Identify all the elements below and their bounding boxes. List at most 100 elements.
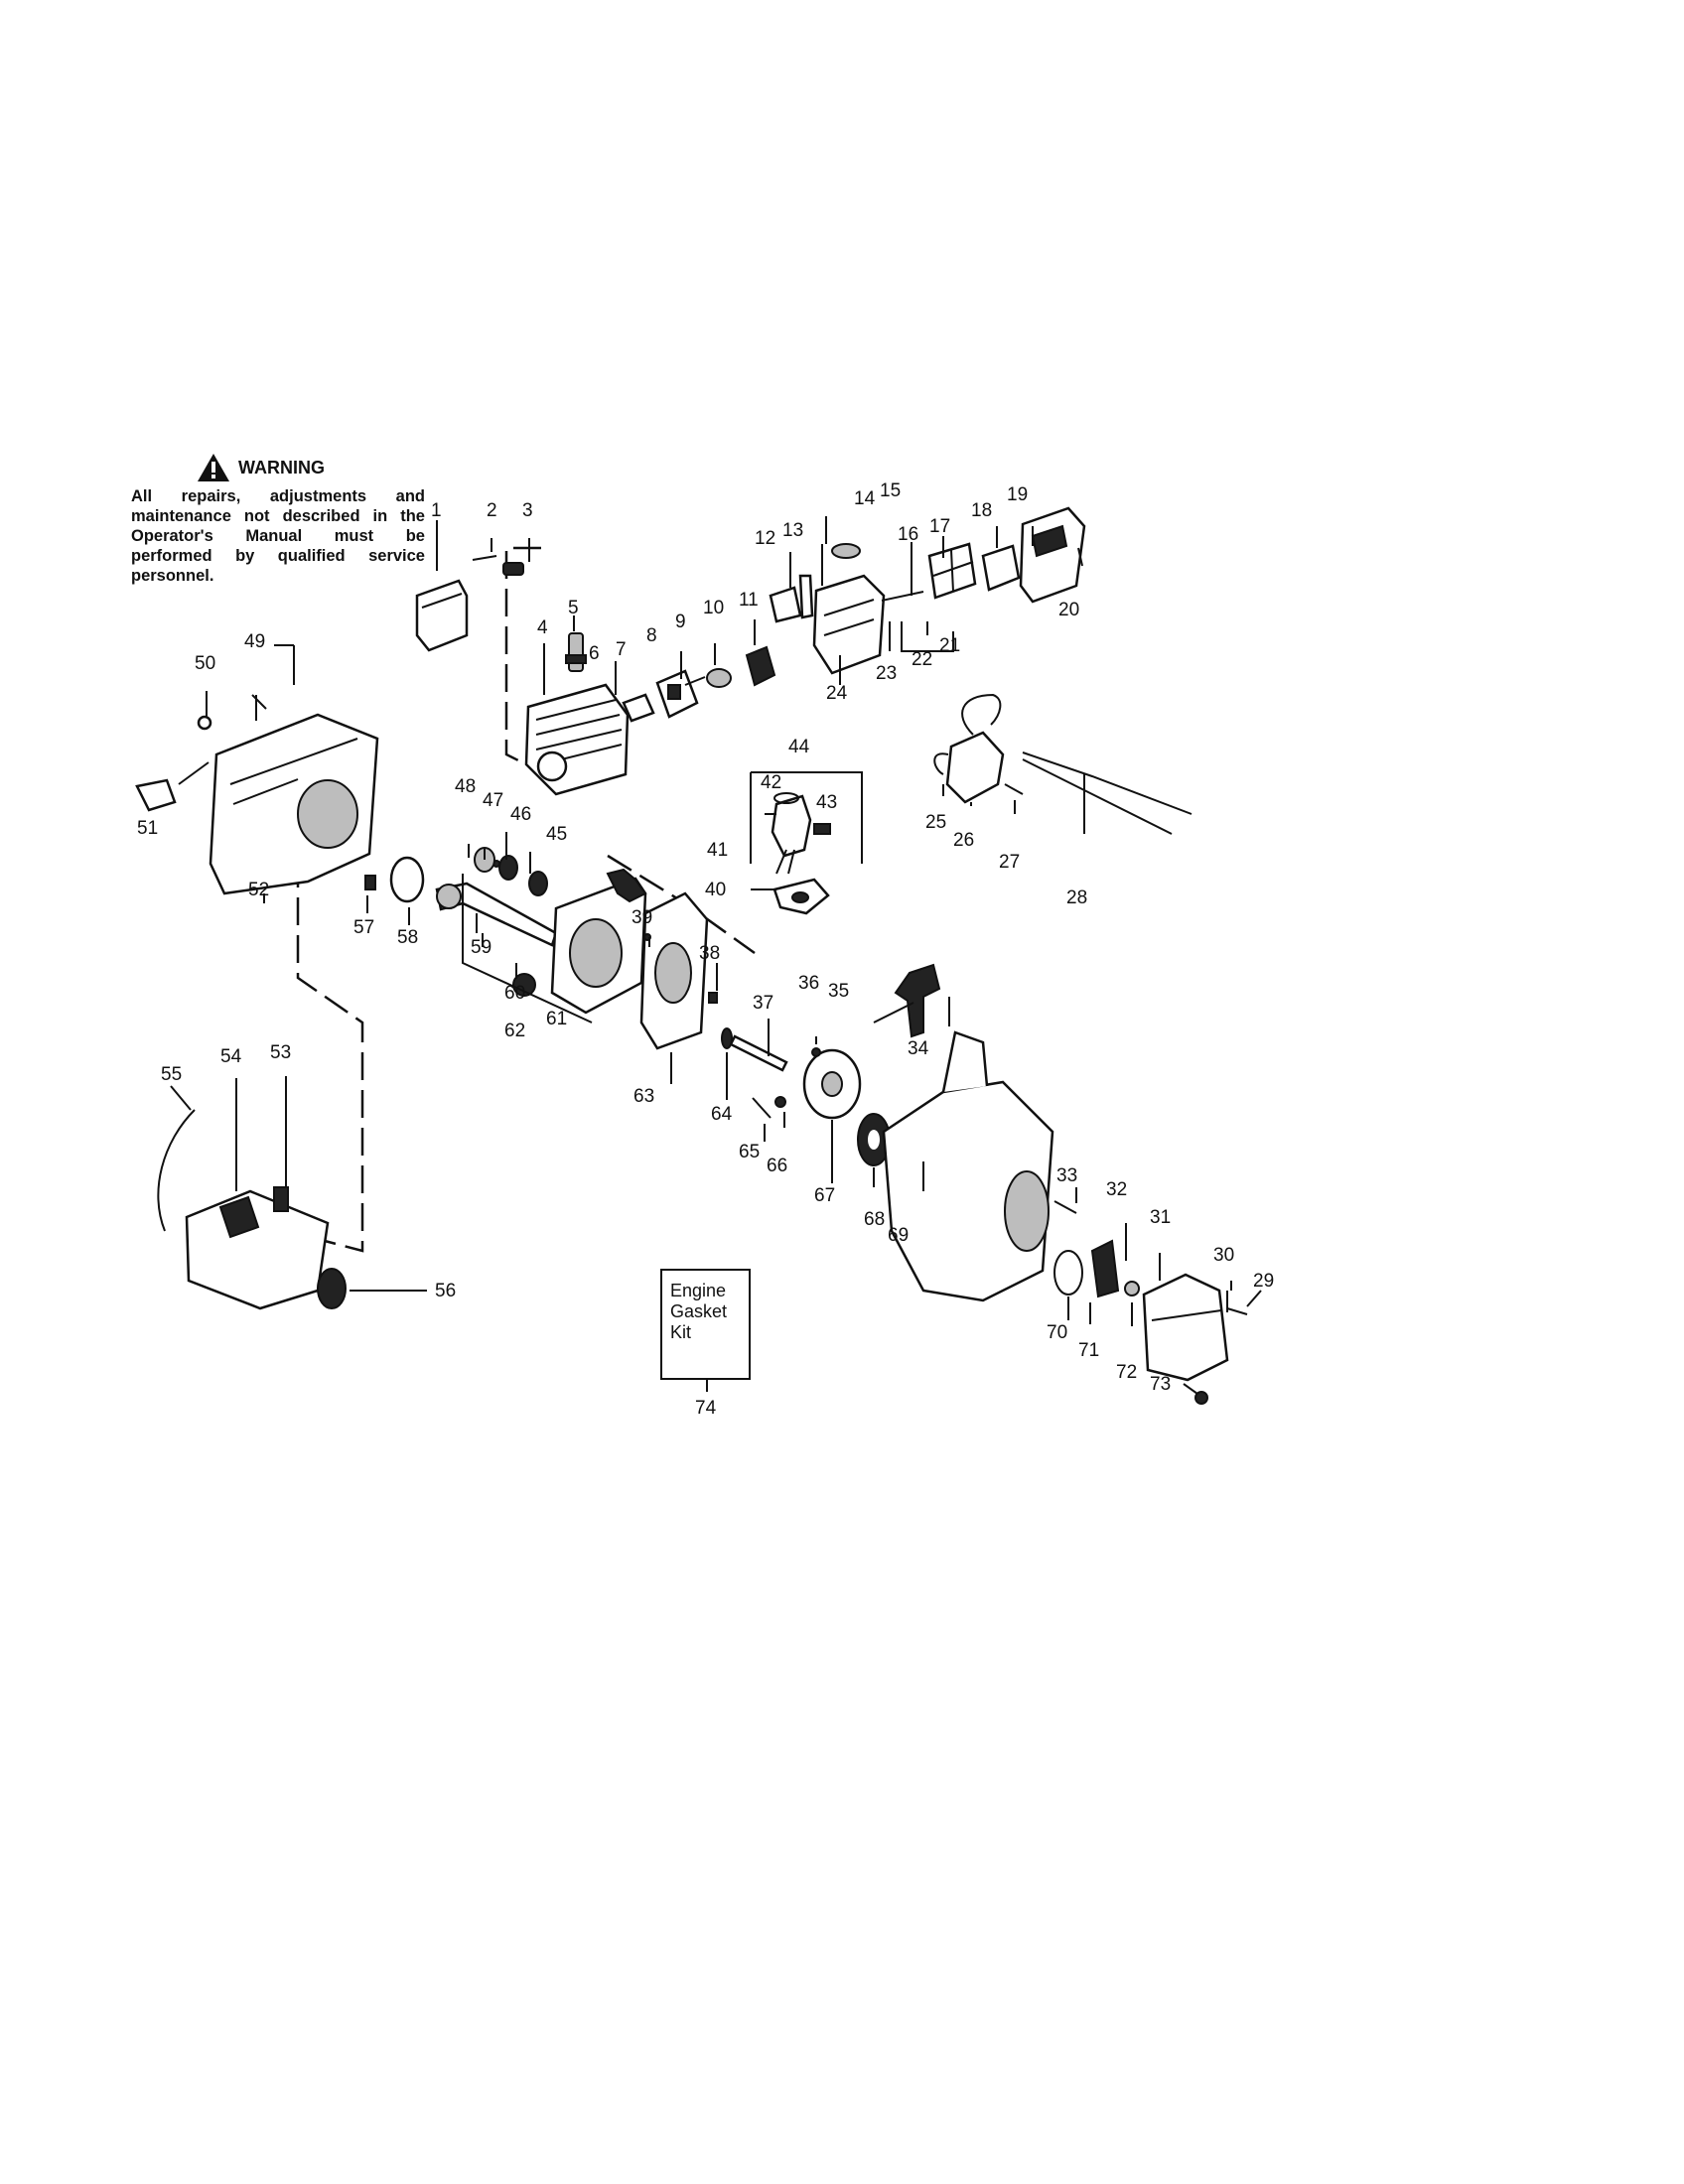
callout-2: 2	[487, 500, 497, 521]
callout-8: 8	[646, 625, 657, 646]
engine-housing	[209, 713, 379, 895]
bearing-46	[498, 855, 518, 881]
assembly-line-2	[504, 546, 547, 776]
callout-73: 73	[1150, 1374, 1171, 1395]
callout-49: 49	[244, 631, 265, 652]
callout-60: 60	[504, 983, 525, 1004]
starter-pulley	[802, 1048, 862, 1120]
callout-4: 4	[537, 617, 548, 638]
callout-20: 20	[1058, 600, 1079, 620]
screw-27	[1004, 783, 1024, 795]
warning-block: WARNING All repairs, adjustments and mai…	[131, 453, 425, 586]
gasket-9	[684, 676, 706, 686]
callout-48: 48	[455, 776, 476, 797]
gasket-40	[772, 878, 830, 915]
callout-58: 58	[397, 927, 418, 948]
warning-triangle-icon	[198, 454, 229, 481]
screw-2	[472, 555, 497, 561]
callout-16: 16	[898, 524, 918, 545]
washer-66	[774, 1096, 786, 1108]
washer-72	[1124, 1281, 1140, 1297]
ring-42	[773, 792, 799, 804]
callout-29: 29	[1253, 1271, 1274, 1292]
kit-line-1: Engine	[670, 1281, 727, 1300]
muffler-cover	[415, 579, 469, 652]
air-filter-base	[812, 574, 886, 675]
disc-70	[1053, 1250, 1083, 1296]
callout-14: 14	[854, 488, 876, 509]
callout-53: 53	[270, 1042, 291, 1063]
o-ring-58	[389, 856, 425, 903]
callout-11: 11	[739, 590, 759, 611]
starter-rope	[873, 1002, 914, 1024]
kit-line-2: Gasket	[670, 1301, 728, 1321]
bearing-45	[528, 871, 548, 896]
callout-62: 62	[504, 1021, 525, 1041]
ignition-module	[933, 693, 1005, 804]
callout-21: 21	[939, 635, 960, 656]
callout-33: 33	[1056, 1165, 1077, 1186]
assembly-line-1	[267, 860, 364, 1253]
seal-60	[512, 973, 536, 997]
callout-66: 66	[767, 1156, 787, 1176]
warning-title: WARNING	[238, 457, 325, 478]
screw-33	[1053, 1200, 1077, 1214]
clutch-71	[1090, 1239, 1120, 1298]
fuel-line	[157, 1109, 196, 1232]
crankcase	[550, 868, 647, 1015]
callout-24: 24	[826, 683, 848, 704]
spring-3	[502, 562, 524, 576]
shaft-37	[729, 1034, 788, 1072]
nut-57	[364, 875, 376, 890]
callout-39: 39	[632, 907, 652, 928]
callout-72: 72	[1116, 1362, 1137, 1383]
air-filter-cover	[1019, 506, 1086, 604]
callout-40: 40	[705, 880, 726, 900]
pin-43	[813, 823, 831, 835]
callout-65: 65	[739, 1142, 760, 1162]
nut-73	[1194, 1391, 1208, 1405]
screw-16	[881, 591, 924, 602]
starter-handle	[894, 963, 941, 1038]
filter-17	[927, 542, 977, 600]
callout-54: 54	[220, 1046, 242, 1067]
callout-51: 51	[137, 818, 158, 839]
screw-29	[1226, 1307, 1248, 1315]
callout-50: 50	[195, 653, 215, 674]
callout-26: 26	[953, 830, 974, 851]
callout-13: 13	[782, 520, 803, 541]
callout-47: 47	[483, 790, 503, 811]
screw-50	[197, 715, 212, 731]
screw-49	[251, 694, 267, 710]
kit-line-3: Kit	[670, 1322, 692, 1342]
warning-text: All repairs, adjustments and maintenance…	[131, 487, 425, 585]
cover-15	[831, 543, 861, 559]
callout-23: 23	[876, 663, 897, 684]
callout-44: 44	[788, 737, 810, 757]
callout-35: 35	[828, 981, 849, 1002]
callout-22: 22	[912, 649, 932, 670]
callout-6: 6	[589, 643, 600, 664]
callout-41: 41	[707, 840, 728, 861]
throttle-cable	[1022, 751, 1193, 835]
callout-17: 17	[929, 516, 950, 537]
callout-74: 74	[695, 1398, 717, 1419]
callout-52: 52	[248, 880, 269, 900]
callout-28: 28	[1066, 887, 1087, 908]
fuel-cap	[317, 1268, 347, 1309]
insulator-8	[655, 669, 699, 719]
callout-63: 63	[633, 1086, 654, 1107]
callout-9: 9	[675, 612, 686, 632]
piston	[771, 794, 812, 875]
crankcase-cover-63	[639, 891, 709, 1050]
callout-15: 15	[880, 480, 901, 501]
callout-71: 71	[1078, 1340, 1099, 1361]
callout-27: 27	[999, 852, 1020, 873]
callout-25: 25	[925, 812, 946, 833]
callout-56: 56	[435, 1281, 456, 1301]
callout-37: 37	[753, 993, 773, 1014]
callout-12: 12	[755, 528, 775, 549]
callout-42: 42	[761, 772, 781, 793]
callout-38: 38	[699, 943, 720, 964]
